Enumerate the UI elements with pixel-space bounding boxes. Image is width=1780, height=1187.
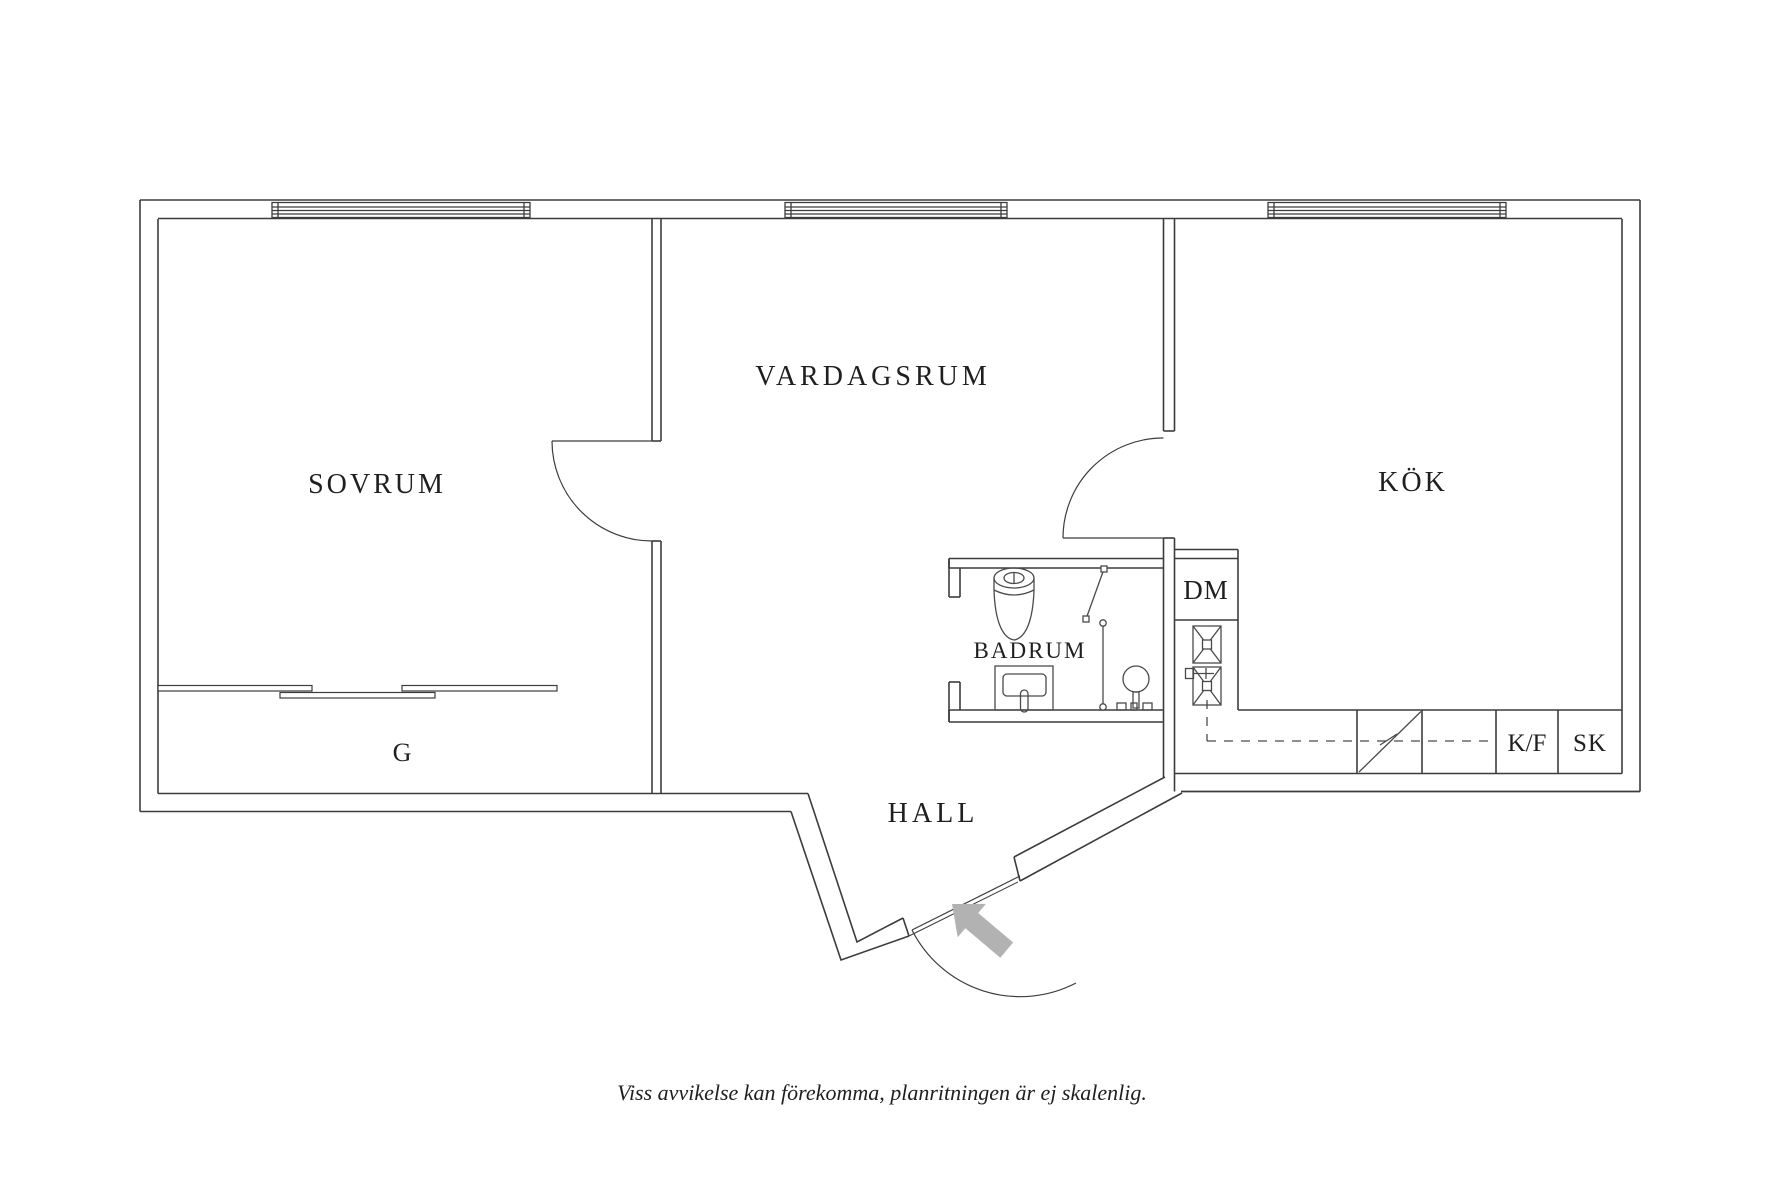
- outer-wall: [139, 199, 1641, 962]
- door-swing-kok: [1062, 437, 1164, 539]
- door-swing-entrance: [911, 875, 1077, 998]
- appliance-label-dm: DM: [1183, 575, 1229, 605]
- walls: [139, 199, 1641, 962]
- wall-vardagsrum-kok: [1162, 219, 1176, 792]
- window-sovrum: [271, 201, 531, 219]
- entrance-arrow-icon: [952, 903, 1014, 958]
- disclaimer-caption: Viss avvikelse kan förekomma, planritnin…: [617, 1080, 1147, 1105]
- kitchen-sink-icon: [1192, 625, 1222, 706]
- shower-mixer-icon: [1116, 665, 1153, 711]
- kitchen-fixtures: [1184, 625, 1496, 773]
- room-label-garderob: G: [393, 738, 412, 767]
- room-label-hall: HALL: [888, 798, 979, 829]
- shower-screen-icon: [1082, 565, 1108, 711]
- labels: SOVRUM VARDAGSRUM KÖK BADRUM HALL G DM K…: [308, 361, 1607, 829]
- counter-slash-icon: [1358, 711, 1422, 773]
- faucet-icon: [1184, 667, 1214, 680]
- window-vardagsrum: [784, 201, 1008, 219]
- window-kok: [1267, 201, 1507, 219]
- sliding-doors-garderob: [157, 684, 558, 699]
- inner-wall-faces: [157, 217, 1640, 795]
- badrum-fixtures: [993, 565, 1153, 713]
- appliance-label-kf: K/F: [1508, 730, 1547, 757]
- toilet-icon: [993, 567, 1035, 641]
- appliance-label-sk: SK: [1573, 730, 1607, 757]
- kitchen-fitting-walls: [1174, 548, 1622, 774]
- room-label-sovrum: SOVRUM: [308, 469, 446, 500]
- doors: [157, 437, 1164, 998]
- washbasin-icon: [994, 665, 1054, 713]
- windows: [271, 201, 1507, 219]
- room-label-badrum: BADRUM: [974, 638, 1087, 663]
- room-label-vardagsrum: VARDAGSRUM: [755, 361, 991, 392]
- wall-sovrum-vardagsrum: [651, 219, 662, 794]
- counter-dashed-line: [1206, 700, 1496, 742]
- wall-badrum: [948, 557, 1164, 723]
- room-label-kok: KÖK: [1378, 467, 1448, 498]
- door-swing-sovrum: [551, 440, 653, 542]
